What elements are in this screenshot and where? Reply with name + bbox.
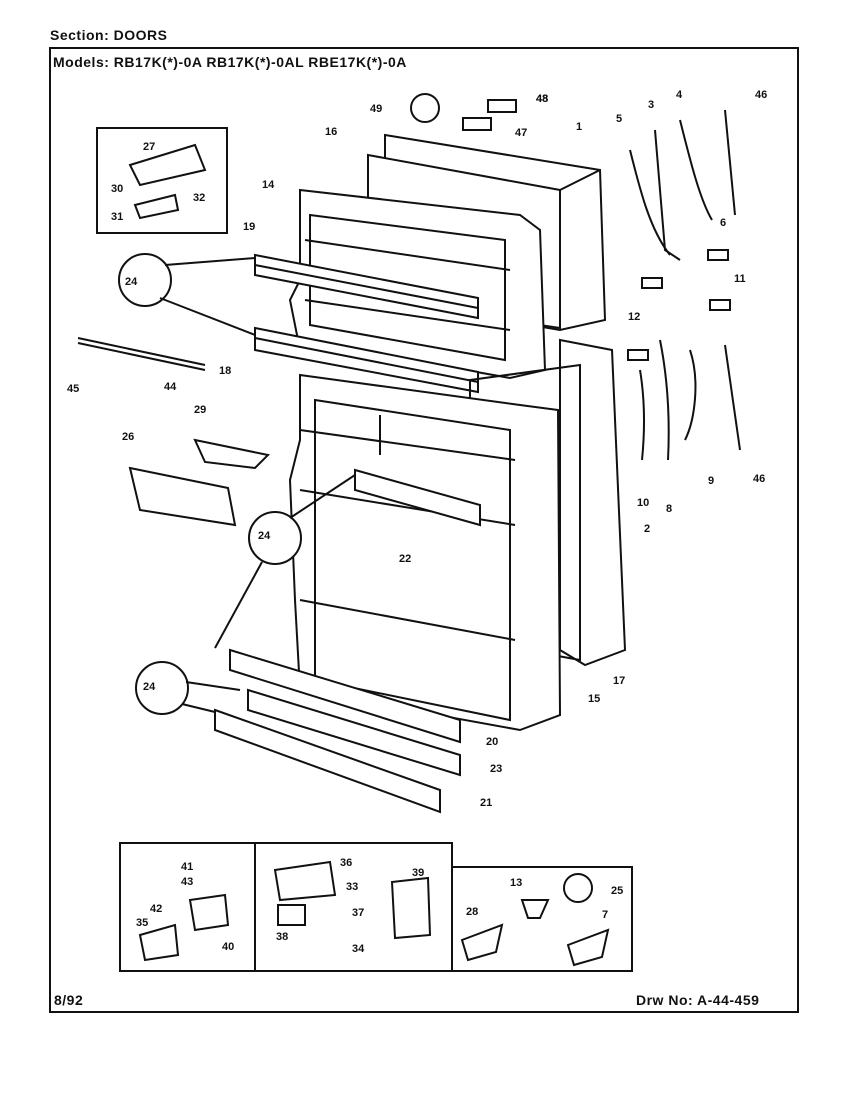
callout: 23	[490, 763, 502, 775]
callout: 19	[243, 221, 255, 233]
callout: 11	[734, 273, 746, 285]
callout: 8	[666, 503, 672, 515]
models-line: Models: RB17K(*)-0A RB17K(*)-0AL RBE17K(…	[53, 54, 407, 70]
trim-46-bottom	[724, 344, 741, 451]
callout: 46	[753, 473, 765, 485]
callout: 3	[648, 99, 654, 111]
callout: 24	[143, 681, 156, 693]
callout: 20	[486, 736, 498, 748]
callout: 39	[412, 867, 424, 879]
callout: 36	[340, 857, 352, 869]
callout: 9	[708, 475, 714, 487]
revision-date: 8/92	[54, 992, 84, 1008]
callout: 44	[164, 381, 177, 393]
callout: 22	[399, 553, 411, 565]
callout: 43	[181, 876, 193, 888]
callout: 32	[193, 192, 205, 204]
trim-46-top	[724, 109, 736, 216]
callout: 5	[616, 113, 622, 125]
lower-shelf-23	[247, 688, 461, 777]
callout: 45	[67, 383, 79, 395]
lower-shelf-22	[354, 468, 481, 527]
callout: 29	[194, 404, 206, 416]
inset-box-right	[451, 866, 633, 972]
callout: 21	[480, 797, 492, 809]
hinge-8	[659, 339, 670, 461]
callout: 34	[352, 943, 365, 955]
lower-shelf-21	[214, 708, 441, 814]
callout: 12	[628, 311, 640, 323]
callout: 14	[262, 179, 275, 191]
callout: 38	[276, 931, 288, 943]
callout: 25	[611, 885, 623, 897]
callout: 7	[602, 909, 608, 921]
callout: 42	[150, 903, 162, 915]
callout: 40	[222, 941, 234, 953]
callout: 1	[576, 121, 582, 133]
part-49-knob	[410, 93, 440, 123]
callout: 17	[613, 675, 625, 687]
callout: 18	[219, 365, 231, 377]
callout: 13	[510, 877, 522, 889]
plug-6	[707, 249, 729, 261]
trim-9	[684, 349, 697, 441]
callout: 10	[637, 497, 649, 509]
lower-shelf-20	[229, 648, 461, 744]
trim-4	[679, 119, 713, 221]
callout: 47	[515, 127, 527, 139]
callout: 26	[122, 431, 134, 443]
part-48-plug	[487, 99, 517, 113]
callout: 37	[352, 907, 364, 919]
callout: 33	[346, 881, 358, 893]
upper-shelf-19	[254, 253, 479, 320]
hinge-10	[639, 369, 646, 461]
detail-circle-24-bottom	[135, 661, 189, 715]
section-title: Section: DOORS	[50, 27, 168, 43]
callout: 35	[136, 917, 148, 929]
callout: 49	[370, 103, 382, 115]
butter-compartment	[128, 438, 271, 527]
rail-44	[77, 337, 206, 366]
callout: 27	[143, 141, 155, 153]
lower-door-liner	[288, 373, 562, 732]
detail-circle-24-top	[118, 253, 172, 307]
upper-shelf-18	[254, 326, 479, 394]
callout-labels: 1 2 3 4 5 6 7 8 9 10 11 12 13 14 15 16 1…	[67, 89, 767, 955]
callout: 4	[676, 89, 683, 101]
callout: 2	[644, 523, 650, 535]
part-47-plug	[462, 117, 492, 131]
plug-11	[709, 299, 731, 311]
callout: 31	[111, 211, 123, 223]
inset-hinge-box	[96, 127, 228, 234]
detail-circle-24-middle	[248, 511, 302, 565]
callout: 16	[325, 126, 337, 138]
callout: 41	[181, 861, 193, 873]
upper-door-liner	[288, 188, 547, 380]
callout: 24	[125, 276, 138, 288]
callout: 48	[536, 93, 548, 105]
callout: 6	[720, 217, 726, 229]
diagram-frame	[49, 47, 799, 1013]
callout: 48	[536, 93, 548, 105]
callout: 28	[466, 906, 478, 918]
callout: 15	[588, 693, 600, 705]
hinge-3	[654, 129, 681, 261]
callout: 46	[755, 89, 767, 101]
callout: 24	[258, 530, 271, 542]
drawing-number: Drw No: A-44-459	[636, 992, 760, 1008]
callout: 30	[111, 183, 123, 195]
